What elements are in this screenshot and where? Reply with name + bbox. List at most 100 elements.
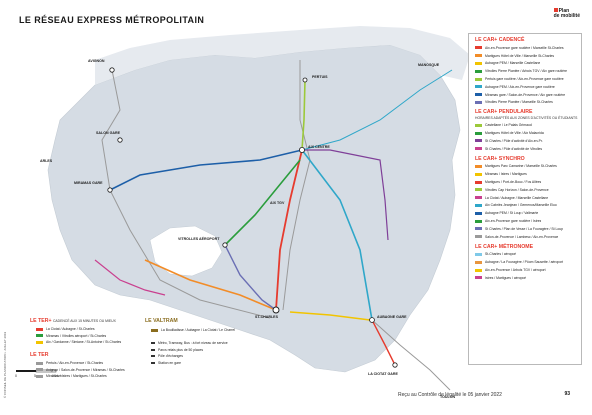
legend-label: Miramas / Istres / Martigues	[485, 172, 527, 177]
legend-row: Aubagne PEM / St Loup / Vallmarte	[475, 209, 581, 217]
legend-label: St Charles / Pôle d'activité d'Aix-en-Pr…	[485, 138, 543, 143]
legend-label: Aix-en-Provence / Arbois TGV / aéroport	[485, 268, 546, 273]
legend-label: Vitrolles Pierre Plantée / Arbois TGV / …	[485, 69, 568, 74]
legend-label: Aubagne / La Fouragère / Pôom Sausette /…	[485, 260, 564, 265]
line-swatch	[475, 268, 482, 272]
line-swatch	[475, 69, 482, 73]
label-vitrolles: VITROLLES AÉROPORT	[178, 236, 220, 241]
legend-row: Aubagne PEM / Aix-en-Provence gare routi…	[475, 83, 581, 91]
line-aubagne-aix	[301, 149, 373, 321]
legend-label: St Charles / Plan de Vesse / La Fouragèr…	[485, 226, 564, 231]
logo-line2: de mobilité	[553, 13, 580, 19]
scale-mid: 5	[34, 374, 36, 378]
legend-label: Martigues / Port-de-Bouc / Fos Allées	[485, 180, 542, 185]
legend-row: La Ciotat / Aubagne / St-Charles	[36, 326, 121, 333]
label-la-ciotat: LA CIOTAT GARE	[368, 372, 398, 376]
legend-row: La Ciotat / Aubagne / Marseille Castella…	[475, 194, 581, 202]
line-swatch	[36, 361, 43, 365]
scale-zero: 0	[15, 374, 17, 378]
line-swatch	[475, 100, 482, 104]
line-swatch	[475, 172, 482, 176]
legend-pendulaire-title: LE CAR+ PENDULAIRE	[475, 109, 533, 116]
legend-label: Martigues Parc Camarine / Marseille St-C…	[485, 164, 557, 169]
legend-label: Martigues Hôtel de Ville / Marseille St-…	[485, 53, 555, 58]
legend-label: Miramas gare / Salon-de-Provence / Aix g…	[485, 92, 566, 97]
station-vitrolles[interactable]	[222, 242, 228, 248]
legend-row: Aix / Gardanne / Simiane / St-Antoine / …	[36, 339, 121, 346]
legend-label: Aix-en-Provence gare routière / Istres	[485, 219, 542, 224]
line-swatch	[475, 93, 482, 97]
scale-end: 10 km	[52, 374, 62, 378]
legend-panel: LE CAR+ CADENCÉ Aix-en-Provence gare rou…	[468, 33, 582, 365]
line-swatch	[475, 180, 482, 184]
legend-row: Vitrolles Cap Horizon / Salon-de-Provenc…	[475, 186, 581, 194]
label-marseille: ST-CHARLES	[255, 315, 279, 319]
station-marseille[interactable]	[272, 306, 280, 314]
line-martigues-marseille	[144, 259, 277, 311]
hub-icon	[151, 355, 155, 358]
line-swatch	[475, 139, 482, 143]
legend-row: Vitrolles Pierre Plantée / Arbois TGV / …	[475, 67, 581, 75]
line-swatch	[475, 227, 482, 231]
legend-row: Martigues Hôtel de Ville / Marseille St-…	[475, 52, 581, 60]
outer-region-north	[95, 26, 470, 85]
label-toulon: TOULON	[440, 395, 456, 399]
line-swatch	[475, 188, 482, 192]
legend-symbol-label: Pôle d'échanges	[158, 354, 183, 359]
brand-logo: Plan de mobilité	[553, 8, 580, 19]
station-aubagne[interactable]	[369, 317, 375, 323]
line-swatch	[36, 334, 43, 338]
legend-label: La Bouilladisse / Aubagne / La Ciotat / …	[161, 328, 236, 333]
line-swatch	[475, 123, 482, 127]
legend-row: St Charles / Plan de Vesse / La Fouragèr…	[475, 225, 581, 233]
line-miramas-salon-aix	[109, 149, 303, 191]
legend-row: St Charles / Pôle d'activité d'Aix-en-Pr…	[475, 137, 581, 145]
legend-label: La Ciotat / Aubagne / St-Charles	[46, 327, 95, 332]
legend-label: Vitrolles Pierre Plantée / Marseille St-…	[485, 100, 553, 105]
legend-row: Salon-de-Provence / Lambesc / Aix-en-Pro…	[475, 233, 581, 241]
legend-label: Castellane / Le Palais Grimaud	[485, 123, 532, 128]
legend-cadence-title: LE CAR+ CADENCÉ	[475, 37, 525, 43]
line-manosque	[301, 69, 453, 151]
legend-row: Miramas / Vitrolles aéroport / St-Charle…	[36, 333, 121, 340]
legend-label: La Ciotat / Aubagne / Marseille Castella…	[485, 195, 549, 200]
validation-stamp: Reçu au Contrôle de légalité le 05 janvi…	[398, 392, 502, 398]
line-swatch	[475, 211, 482, 215]
legend-label: Pertuis / Aix-en-Provence / St-Charles	[46, 361, 104, 366]
line-swatch	[151, 328, 158, 332]
ter-line-pertuis	[282, 60, 311, 311]
legend-label: Pertuis gare routière / Aix-en-Provence …	[485, 77, 564, 82]
ter-plus-label: LE TER+	[30, 318, 52, 324]
legend-row: Castellane / Le Palais Grimaud	[475, 121, 581, 129]
station-aix[interactable]	[298, 146, 305, 153]
legend-label: Aubagne PEM / Aix-en-Provence gare routi…	[485, 84, 555, 89]
legend-label: Aubagne PEM / Marseille Castellane	[485, 61, 541, 66]
station-salon[interactable]	[117, 137, 123, 143]
legend-label: Miramas / Vitrolles aéroport / St-Charle…	[46, 333, 107, 338]
line-swatch	[475, 252, 482, 256]
line-pertuis-aix	[301, 79, 306, 151]
label-miramas: MIRAMAS GARE	[74, 181, 103, 185]
legend-row: Pertuis gare routière / Aix-en-Provence …	[475, 75, 581, 83]
park-ride-icon	[151, 348, 155, 351]
legend-row: Martigues Parc Camarine / Marseille St-C…	[475, 163, 581, 171]
legend-label: St-Charles / aéroport	[485, 252, 517, 257]
line-swatch	[475, 276, 482, 280]
station-icon	[151, 361, 155, 364]
station-pertuis[interactable]	[302, 77, 308, 83]
credit-vertical: © CONSEIL DE PLANIFICATION • JUILLET 201…	[3, 320, 7, 400]
legend-label: Martigues Hôtel de Ville / Aix Malacrida	[485, 131, 544, 136]
legend-synchro-title: LE CAR+ SYNCHRO	[475, 155, 525, 162]
station-la-ciotat[interactable]	[392, 362, 398, 368]
station-avignon[interactable]	[109, 67, 115, 73]
line-swatch	[475, 77, 482, 81]
line-swatch	[475, 203, 482, 207]
station-miramas[interactable]	[107, 187, 113, 193]
label-avignon: AVIGNON	[88, 59, 105, 63]
legend-row: Martigues / Port-de-Bouc / Fos Allées	[475, 178, 581, 186]
credit-text: © CONSEIL DE PLANIFICATION • JUILLET 201…	[3, 331, 7, 398]
label-pertuis: PERTUIS	[312, 75, 328, 79]
legend-row: St-Charles / aéroport	[475, 251, 581, 259]
legend-row: Aix Cabriès Jeanjean / Gemenos/Marseille…	[475, 202, 581, 210]
page-number: 93	[564, 391, 570, 397]
